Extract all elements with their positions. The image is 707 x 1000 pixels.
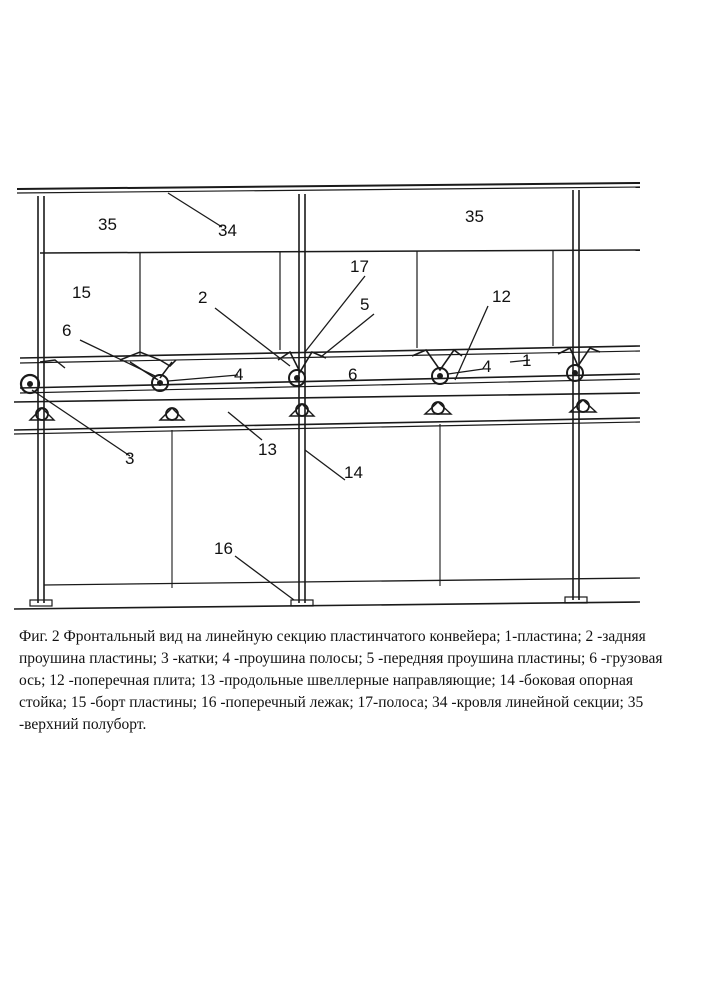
label-5: 5 [360, 295, 369, 314]
label-12: 12 [492, 287, 511, 306]
label-35-right: 35 [465, 207, 484, 226]
plates-1 [20, 346, 640, 393]
drawing-svg: 35 35 34 15 17 2 5 12 6 4 6 4 1 3 13 14 … [0, 0, 707, 620]
label-15: 15 [72, 283, 91, 302]
label-2: 2 [198, 288, 207, 307]
leader-lines [32, 193, 530, 600]
conveyor-front-view-drawing: 35 35 34 15 17 2 5 12 6 4 6 4 1 3 13 14 … [0, 0, 707, 620]
label-4-right: 4 [482, 357, 491, 376]
label-6-center: 6 [348, 365, 357, 384]
label-16: 16 [214, 539, 233, 558]
label-17: 17 [350, 257, 369, 276]
figure-caption: Фиг. 2 Фронтальный вид на линейную секци… [19, 626, 669, 736]
label-3: 3 [125, 449, 134, 468]
label-35-left: 35 [98, 215, 117, 234]
label-6-left: 6 [62, 321, 71, 340]
label-13: 13 [258, 440, 277, 459]
transverse-sleeper-16 [14, 602, 640, 609]
channel-guides-13 [14, 393, 640, 434]
label-34: 34 [218, 221, 237, 240]
label-4-left: 4 [234, 365, 243, 384]
label-14: 14 [344, 463, 363, 482]
roof-34 [17, 183, 640, 193]
upper-half-board-35 [40, 250, 640, 356]
label-1: 1 [522, 351, 531, 370]
